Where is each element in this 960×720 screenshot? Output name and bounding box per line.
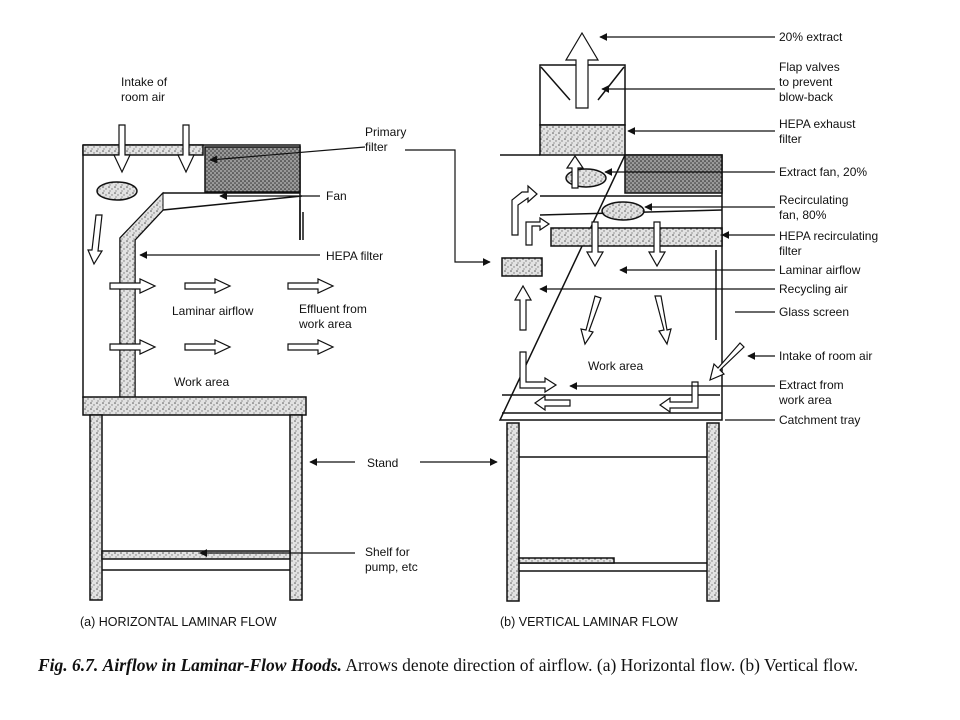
figure-caption: Fig. 6.7. Airflow in Laminar-Flow Hoods.… [38, 654, 938, 677]
label-work-area-right: Work area [588, 359, 643, 373]
stand-leg [706, 422, 720, 602]
label-catchment-tray: Catchment tray [779, 413, 860, 427]
shelf [101, 550, 291, 560]
label-fan: Fan [326, 189, 347, 203]
vertical-airflow-arrows [511, 31, 745, 414]
label-hepa-filter: HEPA filter [326, 249, 383, 263]
horizontal-airflow-arrows [87, 124, 335, 355]
label-work-area-left: Work area [174, 375, 229, 389]
label-stand: Stand [367, 456, 398, 470]
recirculating-fan-icon [601, 201, 645, 221]
label-extract-fan: Extract fan, 20% [779, 165, 867, 179]
subcaption-left: (a) HORIZONTAL LAMINAR FLOW [80, 615, 277, 629]
label-intake-right: Intake of room air [779, 349, 872, 363]
label-glass-screen: Glass screen [779, 305, 849, 319]
caption-text: Arrows denote direction of airflow. (a) … [345, 655, 859, 675]
stand-leg [89, 414, 103, 601]
stand-leg [289, 414, 303, 601]
label-laminar-airflow-right: Laminar airflow [779, 263, 861, 277]
vertical-hood [498, 64, 723, 602]
label-20-extract: 20% extract [779, 30, 843, 44]
label-laminar-airflow-left: Laminar airflow [172, 304, 254, 318]
subcaption-right: (b) VERTICAL LAMINAR FLOW [500, 615, 678, 629]
stand-leg [506, 422, 520, 602]
fan-icon [96, 181, 138, 201]
horizontal-hood [82, 144, 307, 601]
label-recycling-air: Recycling air [779, 282, 848, 296]
caption-number: Fig. 6.7. [38, 655, 99, 675]
caption-title: Airflow in Laminar-Flow Hoods. [102, 655, 342, 675]
